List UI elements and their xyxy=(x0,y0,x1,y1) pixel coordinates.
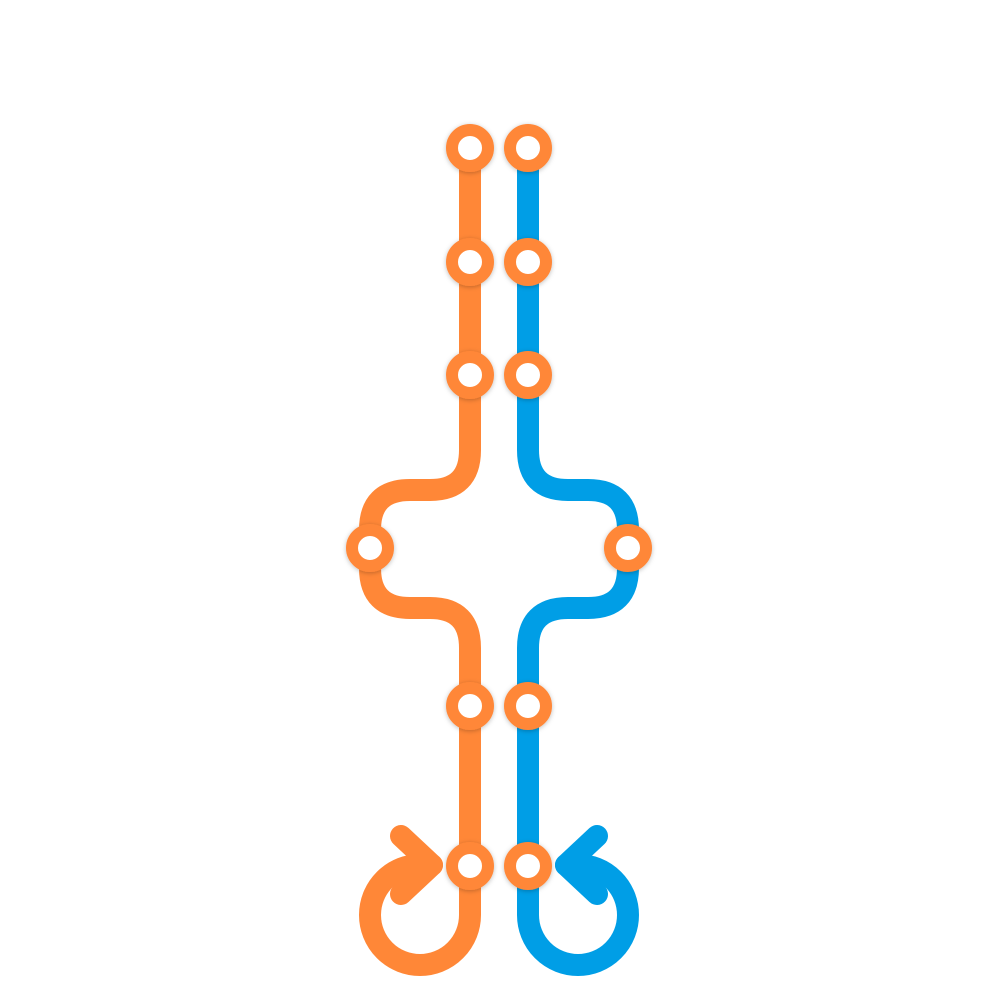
station-marker xyxy=(446,682,494,730)
station-marker xyxy=(446,351,494,399)
station-marker xyxy=(504,842,552,890)
orange-line-path xyxy=(359,137,481,976)
orange-arrowhead xyxy=(390,825,443,905)
station-marker xyxy=(504,124,552,172)
station-marker xyxy=(446,124,494,172)
blue-arrowhead xyxy=(555,825,608,905)
blue-line-path xyxy=(517,137,639,976)
station-marker xyxy=(504,351,552,399)
station-marker xyxy=(446,238,494,286)
station-marker xyxy=(346,524,394,572)
station-marker xyxy=(504,682,552,730)
station-marker xyxy=(604,524,652,572)
station-marker xyxy=(504,238,552,286)
station-marker xyxy=(446,842,494,890)
